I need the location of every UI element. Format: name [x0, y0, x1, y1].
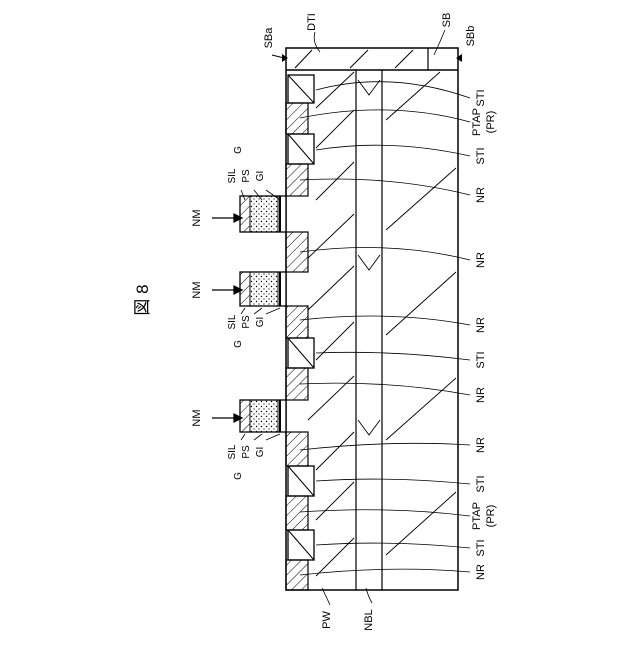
right-label-ptap-1: PTAP — [471, 108, 483, 136]
surface-a-label: SBa — [263, 27, 275, 49]
gate-insulator-label: GI — [255, 317, 266, 328]
right-label-nr-3: NR — [475, 317, 487, 333]
silicide-label: SIL — [227, 168, 238, 183]
silicide-label: SIL — [227, 314, 238, 329]
right-label-sti-3: STI — [475, 351, 487, 368]
right-label-sti-5: STI — [475, 539, 487, 556]
gate-insulator-label: GI — [255, 171, 266, 182]
silicide-label: SIL — [227, 444, 238, 459]
substrate-label: SB — [441, 13, 453, 28]
gate-labels-2: G SIL PS GI — [227, 308, 280, 348]
gate-label: G — [233, 146, 244, 154]
gate-labels-1: G SIL PS GI — [227, 146, 280, 200]
gate-insulator-label: GI — [255, 447, 266, 458]
right-label-ptap-2: PTAP — [471, 502, 483, 530]
gate-stack-1 — [240, 196, 286, 232]
figure-label: 図 8 — [133, 284, 152, 315]
surface-b-label: SBb — [465, 26, 477, 47]
well-label: PW — [321, 611, 333, 629]
poly-label: PS — [241, 445, 252, 459]
right-label-nr-5: NR — [475, 437, 487, 453]
right-label-nr-1: NR — [475, 187, 487, 203]
right-label-nr-6: NR — [475, 564, 487, 580]
implant-label-3: NM — [191, 409, 203, 426]
poly-label: PS — [241, 315, 252, 329]
dti-label: DTI — [306, 13, 318, 31]
gate-stack-3 — [240, 400, 286, 432]
buried-layer-label: NBL — [363, 609, 375, 630]
gate-label: G — [233, 340, 244, 348]
right-label-sti-1: STI — [475, 89, 487, 106]
right-label-sti-4: STI — [475, 475, 487, 492]
right-label-ptap-2-sub: (PR) — [485, 505, 497, 528]
right-label-ptap-1-sub: (PR) — [485, 111, 497, 134]
right-label-nr-2: NR — [475, 252, 487, 268]
poly-label: PS — [241, 169, 252, 183]
right-label-nr-4: NR — [475, 387, 487, 403]
implant-label-1: NM — [191, 209, 203, 226]
right-label-sti-2: STI — [475, 147, 487, 164]
gate-stack-2 — [240, 272, 286, 306]
gate-labels-3: G SIL PS GI — [227, 434, 280, 480]
gate-label: G — [233, 472, 244, 480]
implant-label-2: NM — [191, 281, 203, 298]
